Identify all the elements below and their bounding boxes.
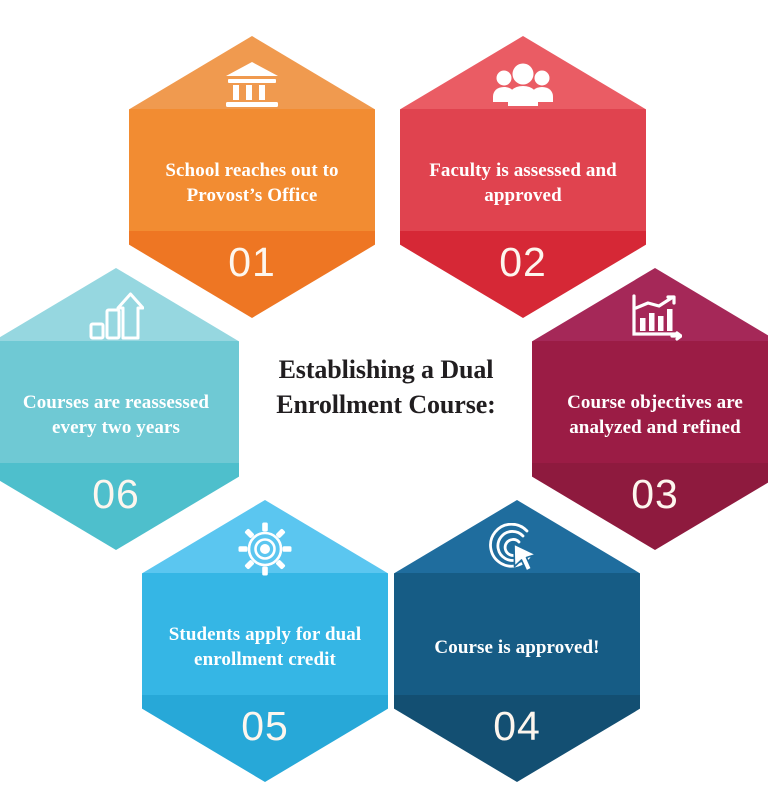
hexagon-band-top-02 <box>400 36 646 110</box>
hexagon-band-top-03 <box>532 268 768 342</box>
hexagon-band-top-06 <box>0 268 239 342</box>
hexagon-band-mid-04 <box>394 573 640 695</box>
process-step-number-04: 04 <box>493 703 541 749</box>
process-step-number-05: 05 <box>241 703 289 749</box>
process-step-05[interactable]: Students apply for dual enrollment credi… <box>142 500 388 782</box>
process-step-label-02: Faculty is assessed and approved <box>429 160 617 206</box>
process-step-label-04: Course is approved! <box>434 636 600 658</box>
process-step-number-03: 03 <box>631 471 679 517</box>
process-step-number-06: 06 <box>92 471 140 517</box>
hexagon-band-mid-03 <box>532 341 768 463</box>
infographic-title: Establishing a Dual Enrollment Course: <box>276 355 496 420</box>
process-step-number-02: 02 <box>499 239 547 285</box>
process-step-label-01: School reaches out to Provost’s Office <box>165 160 339 206</box>
process-step-06[interactable]: Courses are reassessed every two years 0… <box>0 268 239 550</box>
process-step-label-06: Courses are reassessed every two years <box>22 392 210 438</box>
process-step-03[interactable]: Course objectives are analyzed and refin… <box>532 268 768 550</box>
hexagon-band-mid-06 <box>0 341 239 463</box>
process-step-number-01: 01 <box>228 239 276 285</box>
process-step-label-05: Students apply for dual enrollment credi… <box>168 624 362 670</box>
process-step-label-03: Course objectives are analyzed and refin… <box>567 392 743 438</box>
hexagon-band-mid-05 <box>142 573 388 695</box>
process-step-04[interactable]: Course is approved! 04 <box>394 500 640 782</box>
hexagon-band-mid-01 <box>129 109 375 231</box>
hexagon-band-top-01 <box>129 36 375 110</box>
hexagon-band-top-04 <box>394 500 640 574</box>
hexagon-band-mid-02 <box>400 109 646 231</box>
